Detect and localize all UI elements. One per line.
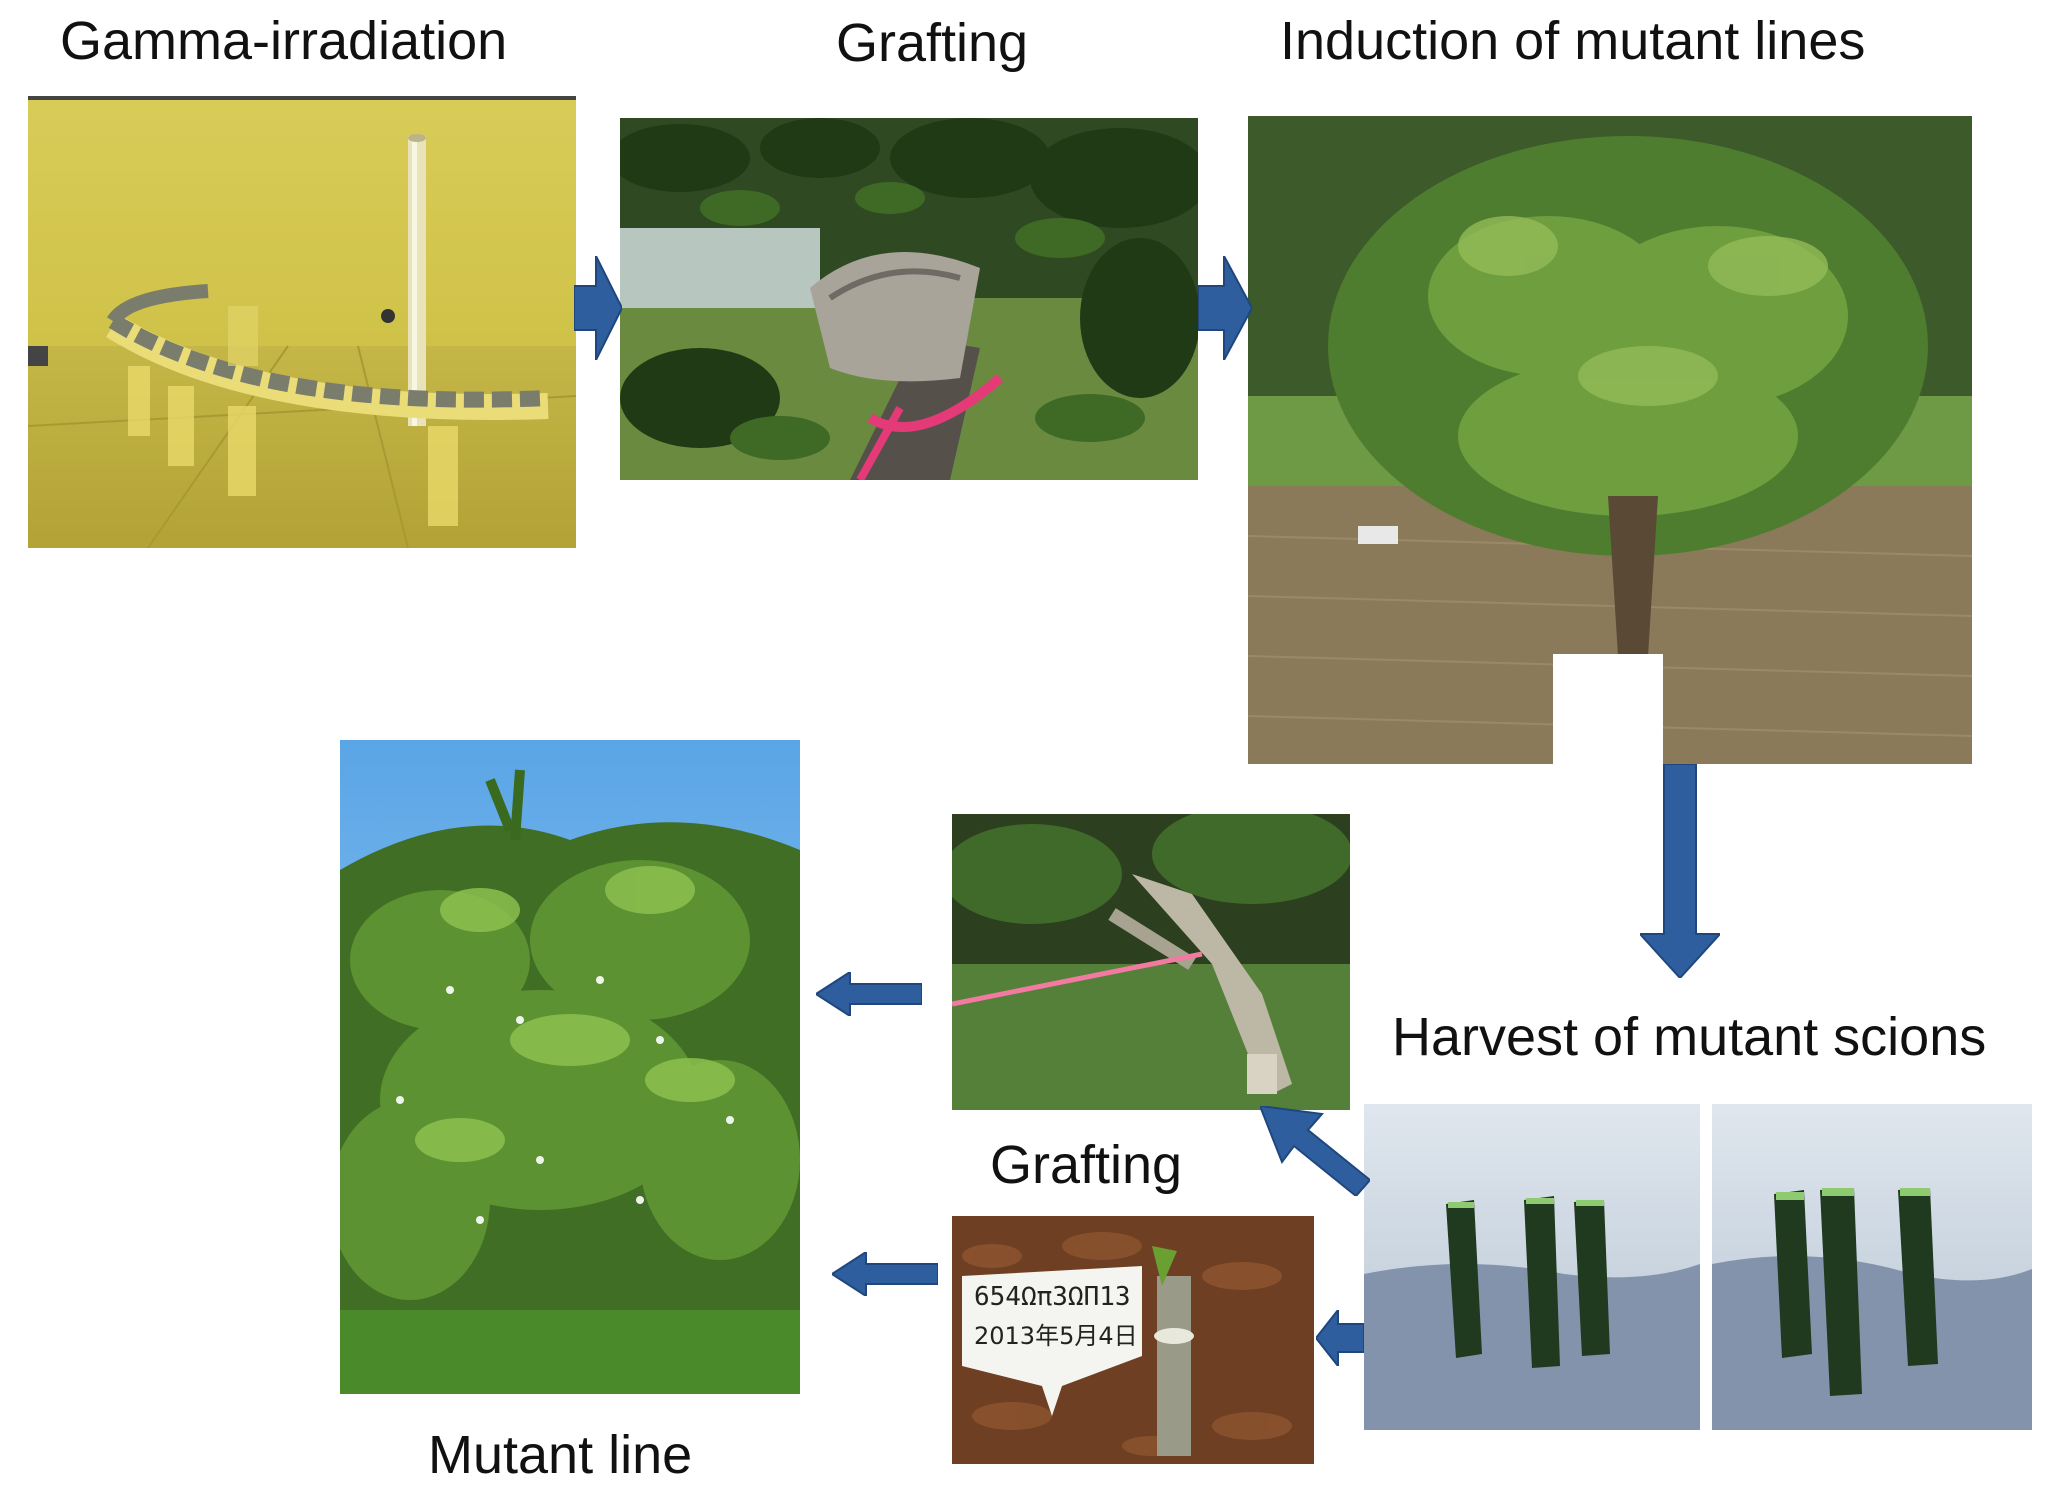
arrow-down (1640, 764, 1720, 978)
arrow-diagonal-up-left (1260, 1106, 1370, 1196)
photo-mutant-line (340, 740, 800, 1394)
photo-grafting-bottom-upper (952, 814, 1350, 1110)
arrow-left-lower (832, 1252, 938, 1296)
label-mutant-line: Mutant line (428, 1428, 692, 1482)
arrow-left-upper (816, 972, 922, 1016)
label-gamma-irradiation: Gamma-irradiation (60, 14, 507, 68)
photo-induction-tree (1248, 116, 1972, 764)
label-grafting-bottom: Grafting (990, 1138, 1182, 1192)
photo-grafting-bottom-lower: 654Ωπ3ΩΠ13 2013年5月4日 (952, 1216, 1314, 1464)
label-induction: Induction of mutant lines (1280, 14, 1865, 68)
tag-line-2: 2013年5月4日 (974, 1316, 1138, 1351)
arrow-right-2 (1198, 256, 1252, 360)
photo-grafting-top (620, 118, 1198, 480)
photo-gamma-irradiation (28, 96, 576, 548)
tag-line-1: 654Ωπ3ΩΠ13 (974, 1282, 1131, 1312)
arrow-left-small (1316, 1310, 1364, 1366)
arrow-right-1 (574, 256, 622, 360)
photo-harvest-scions-right (1712, 1104, 2032, 1430)
label-grafting-top: Grafting (836, 16, 1028, 70)
label-harvest: Harvest of mutant scions (1392, 1010, 1986, 1064)
photo-harvest-scions-left (1364, 1104, 1700, 1430)
